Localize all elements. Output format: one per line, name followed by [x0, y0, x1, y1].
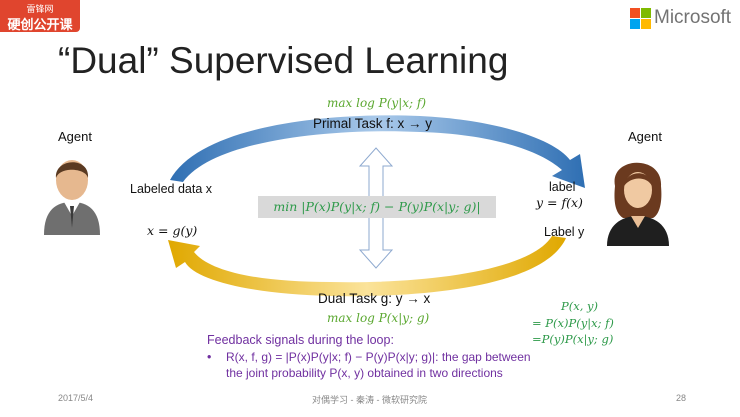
feedback-title: Feedback signals during the loop:: [207, 333, 394, 347]
footer-date: 2017/5/4: [58, 393, 94, 403]
watermark-line2: 硬创公开课: [7, 17, 73, 32]
joint-line-3: =P(y)P(x|y; g): [532, 332, 614, 346]
feedback-bullet-1: R(x, f, g) = |P(x)P(y|x; f) − P(y)P(x|y;…: [226, 350, 531, 364]
labeled-data-label: Labeled data x: [130, 182, 213, 196]
watermark-badge: 雷锋网 硬创公开课: [0, 0, 80, 32]
primal-objective: max log P(y|x; f): [327, 96, 426, 110]
logo-square-red: [630, 8, 640, 18]
footer-center: 对偶学习 - 秦涛 - 微软研究院: [312, 395, 427, 405]
joint-line-2: = P(x)P(y|x; f): [532, 316, 614, 330]
primal-arrow: [170, 115, 585, 188]
logo-square-green: [641, 8, 651, 18]
feedback-bullet-2: the joint probability P(x, y) obtained i…: [226, 366, 503, 380]
dual-objective: max log P(x|y; g): [327, 311, 430, 325]
female-agent-icon: [607, 162, 669, 246]
footer-page: 28: [676, 393, 687, 403]
dual-arrow: [168, 236, 566, 297]
slide-title: “Dual” Supervised Learning: [58, 40, 509, 81]
agent-right-label: Agent: [628, 129, 662, 144]
consistency-formula: min |P(x)P(y|x; f) − P(y)P(x|y; g)|: [258, 196, 496, 218]
primal-task-label: Primal Task f: x → y: [313, 116, 433, 131]
brand-name: Microsoft: [654, 7, 732, 28]
y-equals-fx: y = f(x): [536, 195, 583, 210]
x-equals-gy: x = g(y): [147, 223, 198, 238]
dual-task-label: Dual Task g: y → x: [318, 291, 431, 306]
logo-square-blue: [630, 19, 640, 29]
microsoft-logo: Microsoft: [628, 6, 738, 30]
label-text: label: [549, 180, 576, 194]
watermark-line1: 雷锋网: [26, 4, 54, 14]
label-y: Label y: [544, 225, 585, 239]
agent-left-label: Agent: [58, 129, 92, 144]
male-agent-icon: [44, 160, 100, 235]
logo-square-yellow: [641, 19, 651, 29]
joint-line-1: P(x, y): [561, 299, 599, 313]
bullet-icon: •: [207, 350, 212, 364]
